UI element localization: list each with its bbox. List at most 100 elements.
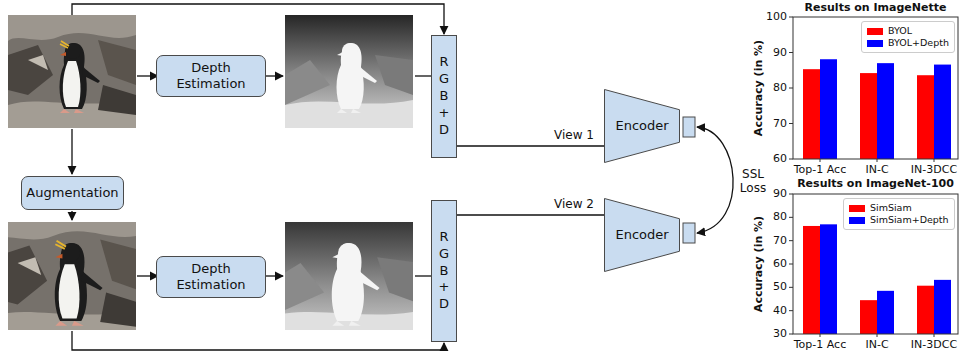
flow-arrows-part xyxy=(415,275,431,276)
tick-label: 70 xyxy=(773,117,787,130)
loss-label: SSL Loss xyxy=(736,168,770,196)
encoder-outline xyxy=(605,90,680,163)
label-holder: 80 xyxy=(773,211,787,224)
tick-mark xyxy=(820,159,821,162)
label-holder: Results on ImageNette xyxy=(805,2,947,15)
label-holder: View 1 xyxy=(552,128,596,142)
view-label: View 2 xyxy=(552,197,596,211)
tick-mark xyxy=(820,334,821,337)
legend-text: BYOL+Depth xyxy=(888,38,949,48)
node-text-wrap: Depth Estimation xyxy=(157,56,265,96)
view-connector xyxy=(457,214,604,215)
view-label: View 1 xyxy=(552,128,596,142)
label-holder: 100 xyxy=(766,11,787,24)
label-holder: IN-C xyxy=(865,164,888,177)
flow-arrows xyxy=(72,4,733,350)
tick-mark xyxy=(789,88,793,89)
tick-mark xyxy=(934,159,935,162)
node-label: Encoder xyxy=(615,227,668,243)
flow-arrows-part xyxy=(71,129,72,174)
view-connector xyxy=(457,145,604,146)
channel-stack: R G B + D xyxy=(431,200,457,342)
label-holder: Accuracy (in %) xyxy=(753,216,766,312)
encoder-trapezoid: Encoder xyxy=(604,198,680,272)
label-holder: Top-1 Acc xyxy=(794,339,846,352)
label-holder: 60 xyxy=(773,153,787,166)
depth-map-part xyxy=(285,15,413,128)
category-label: Top-1 Acc xyxy=(794,339,846,352)
tick-mark xyxy=(789,194,793,195)
tick-label: 90 xyxy=(773,188,787,201)
flow-arrows-part xyxy=(415,75,431,76)
legend-text: SimSiam+Depth xyxy=(870,215,949,225)
label-holder: Results on ImageNet-100 xyxy=(797,178,954,191)
label-holder: 70 xyxy=(773,117,787,130)
label-holder: 40 xyxy=(773,304,787,317)
tick-mark xyxy=(789,310,793,311)
category-label: IN-C xyxy=(865,164,888,177)
bar xyxy=(917,286,934,334)
label-holder: BYOL+Depth xyxy=(888,38,949,48)
bar xyxy=(860,300,877,334)
category-label: IN-3DCC xyxy=(911,164,957,177)
stacked-label: R G B + D xyxy=(439,54,450,138)
node-text-wrap: R G B + D xyxy=(432,36,456,157)
chart-title: Results on ImageNet-100 xyxy=(797,178,954,191)
bar xyxy=(917,75,934,159)
tick-mark xyxy=(789,159,793,160)
tick-mark xyxy=(789,264,793,265)
label-holder: 90 xyxy=(773,188,787,201)
bar xyxy=(820,224,837,334)
node-text-wrap: Augmentation xyxy=(22,177,123,209)
label-holder: 70 xyxy=(773,234,787,247)
flow-arrows-part xyxy=(72,331,444,350)
tick-label: 30 xyxy=(773,328,787,341)
tick-mark xyxy=(789,17,793,18)
label-holder: View 2 xyxy=(552,197,596,211)
legend-swatch xyxy=(849,217,865,224)
tick-mark xyxy=(877,334,878,337)
tick-label: 90 xyxy=(773,46,787,59)
tick-mark xyxy=(789,287,793,288)
tick-label: 50 xyxy=(773,281,787,294)
category-label: Top-1 Acc xyxy=(794,164,846,177)
label-holder: 60 xyxy=(773,258,787,271)
legend-swatch xyxy=(867,40,883,47)
label-holder: SSL Loss xyxy=(736,168,770,196)
plot-frame xyxy=(793,17,958,159)
chart-title: Results on ImageNette xyxy=(805,2,947,15)
tick-label: 40 xyxy=(773,304,787,317)
tick-mark xyxy=(789,334,793,335)
node-label: Encoder xyxy=(615,118,668,134)
bar xyxy=(934,65,951,159)
label-holder: SimSiam xyxy=(870,203,912,213)
label-holder: IN-3DCC xyxy=(911,339,957,352)
legend-text: BYOL xyxy=(888,26,912,36)
node-label: Depth Estimation xyxy=(157,60,265,91)
encoder-outline xyxy=(605,199,680,272)
process-box: Depth Estimation xyxy=(156,256,266,298)
stacked-label: R G B + D xyxy=(439,229,450,313)
channel-stack: R G B + D xyxy=(431,35,457,158)
label-holder: IN-3DCC xyxy=(911,164,957,177)
label-holder: IN-C xyxy=(865,339,888,352)
tick-label: 80 xyxy=(773,82,787,95)
tick-mark xyxy=(789,240,793,241)
category-label: IN-C xyxy=(865,339,888,352)
depth-map xyxy=(285,15,413,128)
label-holder: BYOL xyxy=(888,26,912,36)
axis-label: Accuracy (in %) xyxy=(753,40,766,136)
legend-swatch xyxy=(849,205,865,212)
bar xyxy=(860,73,877,159)
embedding-box xyxy=(683,117,695,137)
node-text-wrap: Depth Estimation xyxy=(157,257,265,297)
bar xyxy=(803,226,820,334)
label-holder: Accuracy (in %) xyxy=(753,40,766,136)
flow-arrows-part xyxy=(697,127,733,233)
node-label: Depth Estimation xyxy=(157,261,265,292)
input-photo xyxy=(8,15,136,128)
input-photo-part xyxy=(8,15,136,128)
plot-frame xyxy=(793,194,958,334)
tick-label: 70 xyxy=(773,234,787,247)
